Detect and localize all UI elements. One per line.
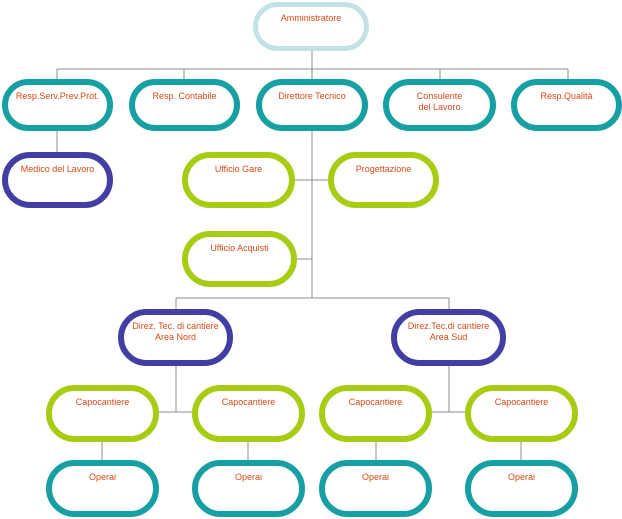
node-label: Operai bbox=[507, 472, 535, 482]
node-capocantiere-2: Capocantiere bbox=[192, 385, 305, 442]
node-label: Capocantiere bbox=[75, 397, 130, 407]
node-direz-area-nord: Direz. Tec. di cantiere Area Nord bbox=[118, 309, 233, 366]
node-direz-area-sud: Direz.Tec.di cantiere Area Sud bbox=[391, 309, 506, 366]
node-label: Direz.Tec.di cantiere Area Sud bbox=[407, 321, 490, 342]
node-capocantiere-1: Capocantiere bbox=[46, 385, 159, 442]
node-medico-del-lavoro: Medico del Lavoro bbox=[2, 152, 113, 208]
node-label: Capocantiere bbox=[348, 397, 403, 407]
node-operai-4: Operai bbox=[465, 460, 578, 517]
node-progettazione: Progettazione bbox=[328, 152, 439, 208]
node-resp-contabile: Resp. Contabile bbox=[129, 79, 240, 131]
node-label: Operai bbox=[88, 472, 116, 482]
node-label: Operai bbox=[361, 472, 389, 482]
node-capocantiere-4: Capocantiere bbox=[465, 385, 578, 442]
node-label: Medico del Lavoro bbox=[20, 164, 95, 174]
node-label: Capocantiere bbox=[221, 397, 276, 407]
node-direttore-tecnico: Direttore Tecnico bbox=[256, 79, 368, 131]
node-amministratore: Amministratore bbox=[253, 2, 369, 51]
node-label: Consulente del Lavoro bbox=[416, 91, 463, 112]
node-label: Resp. Contabile bbox=[152, 91, 217, 101]
node-operai-1: Operai bbox=[46, 460, 159, 517]
node-ufficio-acquisti: Ufficio Acquisti bbox=[182, 231, 297, 287]
node-label: Operai bbox=[234, 472, 262, 482]
node-label: Ufficio Acquisti bbox=[210, 243, 269, 253]
node-label: Ufficio Gare bbox=[214, 164, 263, 174]
node-consulente-del-lavoro: Consulente del Lavoro bbox=[383, 79, 496, 131]
node-label: Direttore Tecnico bbox=[278, 91, 346, 101]
node-ufficio-gare: Ufficio Gare bbox=[182, 152, 295, 208]
node-resp-serv-prev-prot: Resp.Serv.Prev.Prot. bbox=[2, 79, 113, 131]
node-operai-3: Operai bbox=[319, 460, 432, 517]
node-operai-2: Operai bbox=[192, 460, 305, 517]
node-capocantiere-3: Capocantiere bbox=[319, 385, 432, 442]
node-label: Resp.Qualità bbox=[540, 91, 593, 101]
node-label: Resp.Serv.Prev.Prot. bbox=[15, 91, 100, 101]
node-label: Progettazione bbox=[355, 164, 412, 174]
node-label: Capocantiere bbox=[494, 397, 549, 407]
node-label: Direz. Tec. di cantiere Area Nord bbox=[132, 321, 219, 342]
node-resp-qualita: Resp.Qualità bbox=[511, 79, 622, 131]
node-label: Amministratore bbox=[280, 13, 342, 23]
